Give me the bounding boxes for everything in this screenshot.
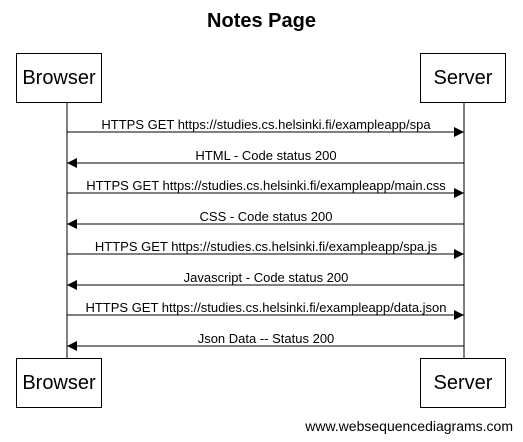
browser-participant-label: Browser xyxy=(22,66,96,89)
server-participant-label: Server xyxy=(433,66,493,89)
message-label: Javascript - Code status 200 xyxy=(183,270,349,285)
server-participant-top: Server xyxy=(420,53,506,103)
message-label: HTTPS GET https://studies.cs.helsinki.fi… xyxy=(86,178,446,193)
message-label: CSS - Code status 200 xyxy=(199,209,333,224)
diagram-title: Notes Page xyxy=(207,10,316,32)
message-label: HTML - Code status 200 xyxy=(195,148,337,163)
message-label: HTTPS GET https://studies.cs.helsinki.fi… xyxy=(94,239,438,254)
message-label: HTTPS GET https://studies.cs.helsinki.fi… xyxy=(85,300,447,315)
message-label: Json Data -- Status 200 xyxy=(197,331,335,346)
message-label: HTTPS GET https://studies.cs.helsinki.fi… xyxy=(101,117,431,132)
server-participant-label: Server xyxy=(433,371,493,394)
browser-participant-top: Browser xyxy=(16,53,102,103)
browser-participant-label: Browser xyxy=(22,371,96,394)
server-participant-bottom: Server xyxy=(420,358,506,408)
browser-participant-bottom: Browser xyxy=(16,358,102,408)
watermark-text: www.websequencediagrams.com xyxy=(305,418,513,434)
